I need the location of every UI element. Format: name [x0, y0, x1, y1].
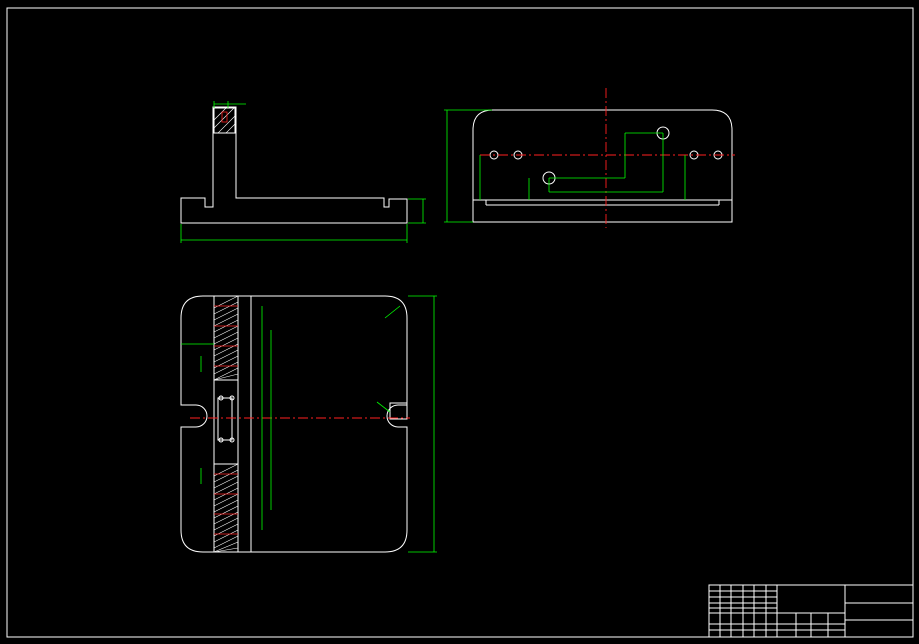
rail-hatch-line [213, 493, 239, 507]
plan-slot-window [217, 397, 233, 441]
rail-hatch-line [213, 331, 239, 345]
rail-hatch-line [213, 547, 239, 553]
plan-view [180, 295, 437, 553]
rail-hatch-line [213, 307, 239, 321]
rail-hatch-line [213, 529, 239, 543]
plan-rail-hatch [213, 295, 239, 553]
plan-slot-hole-2 [229, 395, 235, 401]
rail-hatch-line [213, 301, 239, 315]
rail-hatch-line [213, 373, 239, 381]
rail-hatch-line [213, 517, 239, 531]
rail-hatch-line [213, 349, 239, 363]
side-view [444, 88, 735, 228]
rail-hatch-line [213, 535, 239, 549]
plan-dim-radius-leader [384, 305, 401, 319]
plan-slot-band [213, 379, 239, 465]
rail-hatch-line [213, 505, 239, 519]
rail-hatch-line [213, 367, 239, 381]
rail-hatch-line [213, 361, 239, 375]
rail-hatch-line [213, 313, 239, 327]
rail-hatch-line [213, 499, 239, 513]
plan-dim-right-slot-leader [376, 401, 391, 413]
plan-slot-hole-1 [218, 395, 224, 401]
rail-hatch-line [213, 541, 239, 553]
plan-right-slot [389, 402, 408, 420]
front-view-slot-red [221, 111, 228, 123]
rail-hatch-line [213, 475, 239, 489]
plan-slot-hole-4 [229, 437, 235, 443]
side-view-outline [472, 109, 733, 223]
plan-view-outline [180, 295, 408, 553]
rail-hatch-line [213, 469, 239, 483]
front-view-top-notch [213, 107, 236, 134]
plan-slot-hole-3 [218, 437, 224, 443]
front-view-outline [180, 106, 408, 224]
rail-hatch-line [213, 337, 239, 351]
rail-hatch-line [213, 325, 239, 339]
sheet-border [6, 7, 914, 638]
front-view [180, 101, 426, 243]
rail-hatch-line [213, 481, 239, 495]
title-block-grid [709, 585, 845, 637]
front-view-hatch [213, 107, 236, 134]
title-block [708, 584, 914, 638]
